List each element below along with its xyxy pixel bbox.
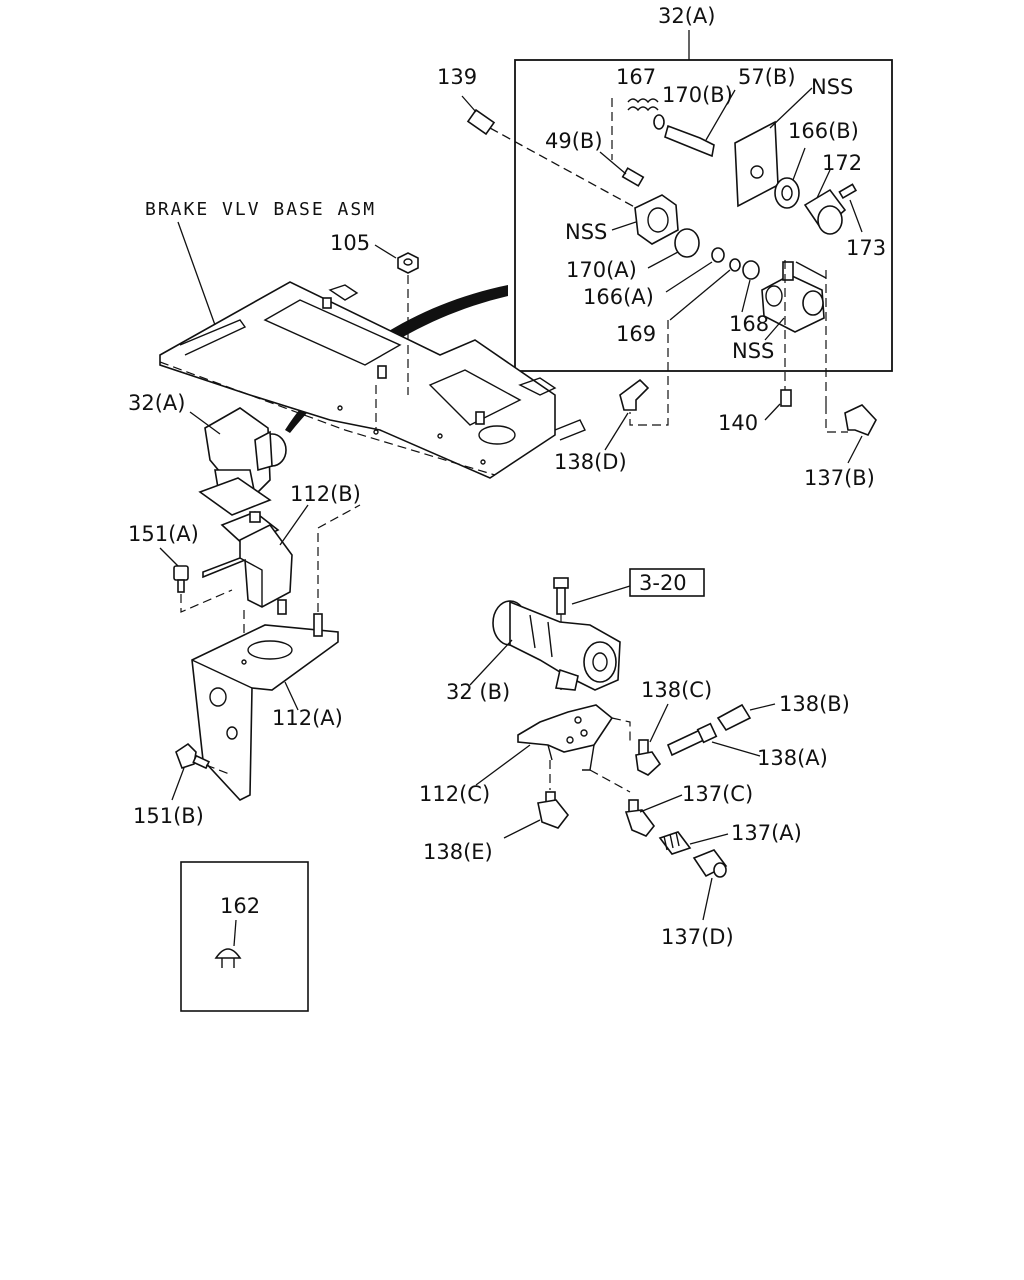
fitting-138B [716, 703, 776, 732]
label-49B: 49(B) [545, 129, 603, 153]
label-138A: 138(A) [757, 746, 828, 770]
bolt-151B [171, 742, 233, 801]
label-138B: 138(B) [779, 692, 850, 716]
fitting-137A [658, 831, 729, 855]
nss-plate [734, 87, 813, 208]
label-112B: 112(B) [290, 482, 361, 506]
label-173: 173 [846, 236, 886, 260]
label-172: 172 [822, 151, 862, 175]
oring-170B [653, 114, 665, 130]
label-32A: 32(A) [128, 391, 185, 415]
label-170B: 170(B) [662, 83, 733, 107]
reference-box-3-20 [571, 568, 705, 605]
label-170A: 170(A) [566, 258, 637, 282]
label-112C: 112(C) [419, 782, 490, 806]
flange-nss [611, 194, 679, 245]
elbow-137B [825, 404, 877, 464]
label-112A: 112(A) [272, 706, 343, 730]
bracket-112B [202, 504, 309, 608]
plunger-57B [664, 89, 736, 158]
detail-box [514, 59, 893, 372]
label-151A: 151(A) [128, 522, 199, 546]
label-32A-top: 32(A) [658, 4, 715, 28]
label-166B: 166(B) [788, 119, 859, 143]
elbow-138D [604, 320, 669, 451]
label-32B: 32 (B) [446, 680, 510, 704]
bolt-151A [159, 547, 233, 613]
bolt-139 [461, 95, 641, 211]
label-nss-1: NSS [811, 75, 853, 99]
label-167: 167 [616, 65, 656, 89]
bracket-112C [475, 704, 631, 793]
label-nss-3: NSS [732, 339, 774, 363]
brake-valve-base-plate [159, 275, 586, 479]
fitting-138A [666, 722, 761, 757]
label-137A: 137(A) [731, 821, 802, 845]
seal-168 [741, 260, 760, 313]
oring-170A [647, 228, 700, 269]
label-138E: 138(E) [423, 840, 493, 864]
valve-body-nss [761, 260, 827, 405]
label-57B: 57(B) [738, 65, 796, 89]
detail-callout-curve [285, 285, 508, 433]
label-137C: 137(C) [682, 782, 753, 806]
label-169: 169 [616, 322, 656, 346]
label-151B: 151(B) [133, 804, 204, 828]
nut-166A [665, 247, 725, 293]
spring-167 [611, 98, 659, 160]
clip-162 [214, 919, 242, 968]
label-140: 140 [718, 411, 758, 435]
nut-166B [774, 147, 806, 209]
bracket-112A [191, 599, 339, 801]
label-139: 139 [437, 65, 477, 89]
clip-162-box [180, 861, 309, 1012]
label-168: 168 [729, 312, 769, 336]
elbow-138E [503, 791, 570, 839]
washer-169 [669, 258, 741, 321]
pin-173 [838, 183, 863, 233]
gasket [198, 477, 280, 547]
label-137B: 137(B) [804, 466, 875, 490]
nut-105 [374, 244, 419, 274]
label-162: 162 [220, 894, 260, 918]
label-brake-vlv-base-asm: BRAKE VLV BASE ASM [145, 199, 376, 220]
label-ref-3-20: 3-20 [639, 571, 687, 595]
label-nss-2: NSS [565, 220, 607, 244]
elbow-138C [635, 703, 669, 776]
label-166A: 166(A) [583, 285, 654, 309]
label-138D: 138(D) [554, 450, 627, 474]
label-138C: 138(C) [641, 678, 712, 702]
fitting-140 [764, 389, 792, 421]
fitting-137D [692, 849, 728, 921]
label-137D: 137(D) [661, 925, 734, 949]
elbow-137C [624, 794, 683, 837]
label-105: 105 [330, 231, 370, 255]
valve-32B [469, 600, 621, 691]
cap-172 [803, 169, 847, 235]
screw-49B [599, 151, 645, 187]
